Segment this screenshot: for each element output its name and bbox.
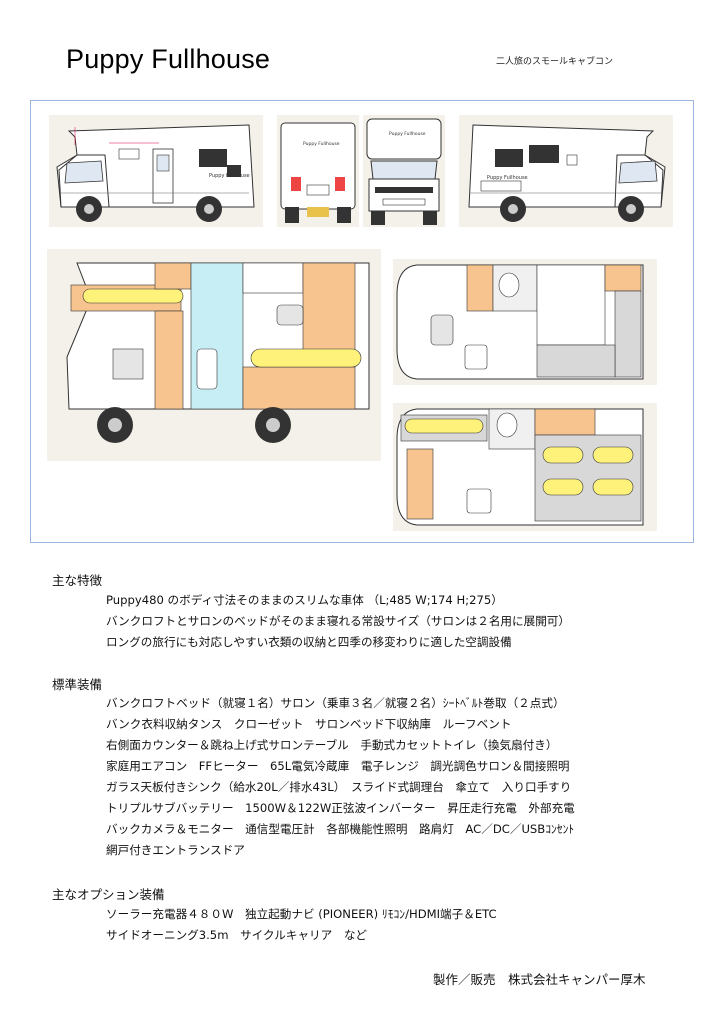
features-heading: 主な特徴 [52,573,103,588]
rear-logo: Puppy Fullhouse [303,141,340,147]
side-logo-right: Puppy Fullhouse [487,175,528,181]
front-logo: Puppy Fullhouse [389,131,426,137]
option-line: ソーラー充電器４８０W 独立起動ナビ (PIONEER) ﾘﾓｺﾝ/HDMI端子… [106,907,497,921]
standard-line: バンク衣料収納タンス クローゼット サロンベッド下収納庫 ルーフベント [106,717,512,731]
option-line: サイドオーニング3.5m サイクルキャリア など [106,928,368,942]
interior-section-view [47,249,381,461]
standard-line: バンクロフトベッド（就寝１名）サロン（乗車３名／就寝２名）ｼｰﾄﾍﾞﾙﾄ巻取（２… [106,696,565,710]
feature-line: ロングの旅行にも対応しやすい衣類の収納と四季の移変わりに適した空調設備 [106,635,512,649]
feature-line: バンクロフトとサロンのベッドがそのまま寝れる常設サイズ（サロンは２名用に展開可） [106,614,570,628]
standard-line: ガラス天板付きシンク（給水20L／排水43L） スライド式調理台 傘立て 入り口… [106,780,572,794]
feature-line: Puppy480 のボディ寸法そのままのスリムな車体 （L;485 W;174 … [106,593,503,607]
standard-line: 右側面カウンター＆跳ね上げ式サロンテーブル 手動式カセットトイレ（換気扇付き） [106,738,558,752]
front-view: Puppy Fullhouse [363,115,445,227]
floor-plan-night [393,403,657,531]
standard-heading: 標準装備 [52,677,103,692]
side-logo-left: Puppy Fullhouse [209,173,250,179]
page-title: Puppy Fullhouse [66,44,271,74]
options-heading: 主なオプション装備 [52,887,165,902]
standard-line: 家庭用エアコン FFヒーター 65L電気冷蔵庫 電子レンジ 調光調色サロン＆間接… [106,759,570,773]
rear-view: Puppy Fullhouse [277,115,359,227]
drawing-frame: Puppy Fullhouse Puppy Fullhouse Puppy Fu… [30,100,694,543]
page-subtitle: 二人旅のスモールキャブコン [496,57,614,67]
standard-line: トリプルサブバッテリー 1500W＆122W正弦波インバーター 昇圧走行充電 外… [106,801,575,815]
standard-line: バックカメラ＆モニター 通信型電圧計 各部機能性照明 路肩灯 AC／DC／USB… [106,822,575,836]
footer-maker: 製作／販売 株式会社キャンパー厚木 [433,972,646,987]
standard-line: 網戸付きエントランスドア [106,843,245,857]
right-side-view: Puppy Fullhouse [459,115,673,227]
left-side-view: Puppy Fullhouse [49,115,263,227]
floor-plan-day [393,259,657,385]
